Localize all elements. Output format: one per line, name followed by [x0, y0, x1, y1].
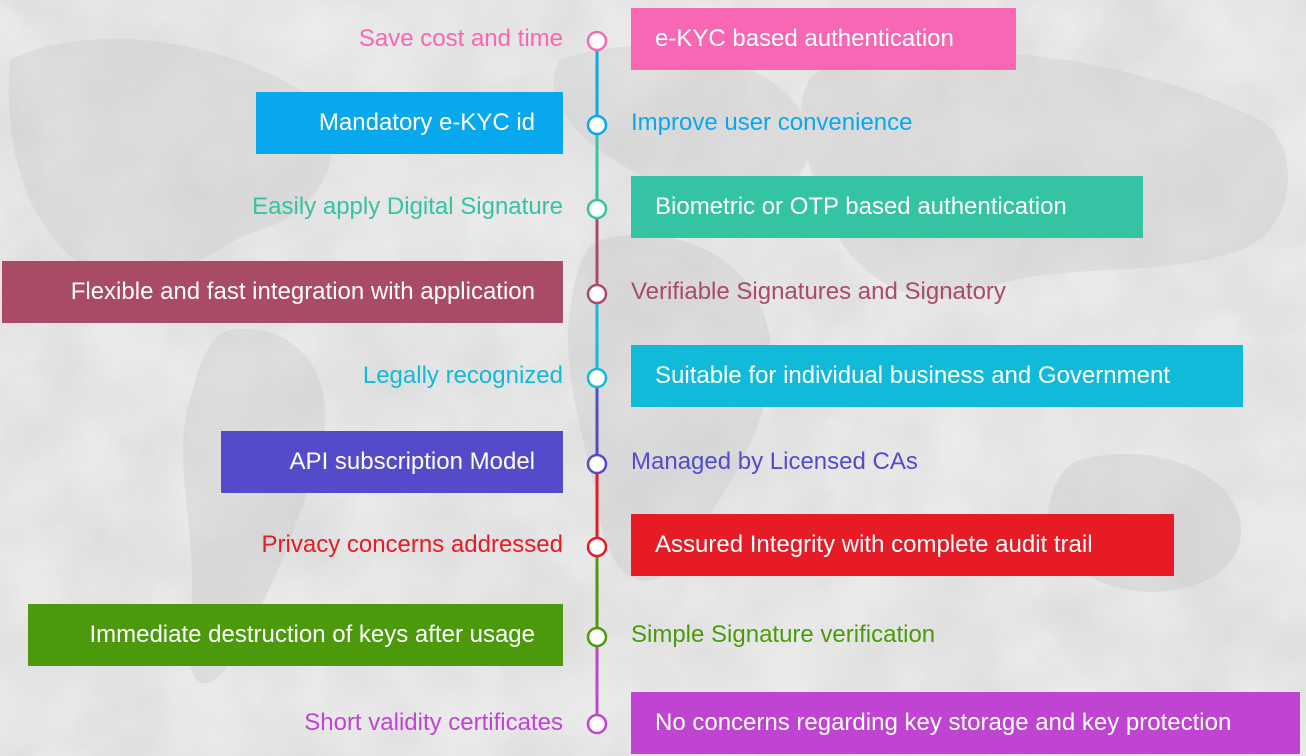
timeline-node: [586, 367, 608, 389]
right-feature-box: Suitable for individual business and Gov…: [631, 345, 1243, 407]
right-feature-label: Improve user convenience: [631, 109, 913, 136]
timeline-node: [586, 283, 608, 305]
timeline-node: [586, 453, 608, 475]
left-feature-label: Privacy concerns addressed: [261, 531, 563, 558]
timeline-node: [586, 713, 608, 735]
timeline-row: Flexible and fast integration with appli…: [0, 261, 1306, 325]
timeline-row: Privacy concerns addressed Assured Integr…: [0, 514, 1306, 578]
right-feature-box: e-KYC based authentication: [631, 8, 1016, 70]
timeline-row: Mandatory e-KYC id Improve user convenien…: [0, 92, 1306, 156]
left-feature-box: Flexible and fast integration with appli…: [2, 261, 563, 323]
left-feature-label: Easily apply Digital Signature: [252, 193, 563, 220]
timeline-row: Easily apply Digital Signature Biometric …: [0, 176, 1306, 240]
left-feature-label: Legally recognized: [362, 362, 563, 389]
right-feature-box: Biometric or OTP based authentication: [631, 176, 1143, 238]
left-feature-box: Mandatory e-KYC id: [256, 92, 563, 154]
timeline-node: [586, 30, 608, 52]
timeline-node: [586, 536, 608, 558]
timeline-row: Short validity certificates No concerns r…: [0, 692, 1306, 756]
right-feature-label: Managed by Licensed CAs: [631, 448, 918, 475]
timeline-node: [586, 198, 608, 220]
timeline-node: [586, 626, 608, 648]
left-feature-box: API subscription Model: [221, 431, 563, 493]
right-feature-label: Verifiable Signatures and Signatory: [631, 278, 1006, 305]
right-feature-box: No concerns regarding key storage and ke…: [631, 692, 1300, 754]
timeline-row: Legally recognized Suitable for individua…: [0, 345, 1306, 409]
left-feature-label: Save cost and time: [358, 25, 563, 52]
timeline-row: API subscription Model Managed by License…: [0, 431, 1306, 495]
left-feature-box: Immediate destruction of keys after usag…: [28, 604, 563, 666]
timeline-node: [586, 114, 608, 136]
left-feature-label: Short validity certificates: [304, 709, 563, 736]
right-feature-box: Assured Integrity with complete audit tr…: [631, 514, 1174, 576]
timeline-row: Save cost and time e-KYC based authentica…: [0, 8, 1306, 72]
right-feature-label: Simple Signature verification: [631, 621, 936, 648]
timeline-row: Immediate destruction of keys after usag…: [0, 604, 1306, 668]
